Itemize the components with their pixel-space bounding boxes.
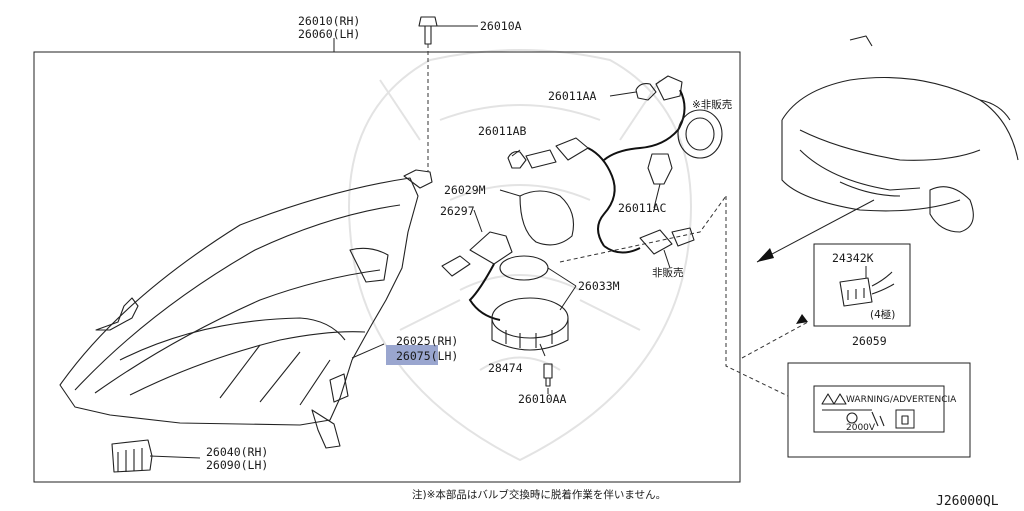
label-warning-text: WARNING/ADVERTENCIA	[846, 395, 957, 405]
bolt-26010a	[418, 16, 438, 45]
diagram-code: J26000QL	[936, 494, 999, 509]
diagram-frame	[33, 51, 741, 483]
watermark-emblem	[348, 49, 692, 462]
label-26090-lh: 26090(LH)	[206, 458, 268, 472]
label-26297: 26297	[440, 204, 475, 218]
label-26029m: 26029M	[444, 183, 486, 197]
label-26011aa: 26011AA	[548, 89, 597, 103]
label-28474: 28474	[488, 361, 523, 375]
label-not-for-sale-2: 非販売	[652, 266, 684, 279]
label-26040-rh: 26040(RH)	[206, 445, 268, 459]
label-26011ab: 26011AB	[478, 124, 527, 138]
leader-lines	[149, 25, 875, 459]
footnote: 注)※本部品はバルブ交換時に脱着作業を伴いません。	[412, 488, 666, 501]
label-26033m: 26033M	[578, 279, 620, 293]
connector-24342k	[839, 271, 895, 307]
bracket-part	[111, 439, 153, 473]
label-26010-rh: 26010(RH)	[298, 14, 360, 28]
label-26075-lh: 26075(LH)	[396, 349, 458, 363]
label-26010aa: 26010AA	[518, 392, 567, 406]
label-26060-lh: 26060(LH)	[298, 27, 360, 41]
highlight-26075	[386, 345, 438, 365]
headlamp-housing	[59, 169, 433, 449]
label-24342k: 24342K	[832, 251, 874, 265]
label-26025-rh: 26025(RH)	[396, 334, 458, 348]
bulb-harness	[441, 75, 723, 387]
label-voltage-text: 2000V	[846, 423, 876, 433]
car-illustration	[781, 35, 1019, 233]
label-pin-count: (4極)	[870, 308, 895, 321]
connector-box	[813, 243, 911, 327]
label-26059: 26059	[852, 334, 887, 348]
warning-label	[813, 385, 945, 433]
label-box	[787, 362, 971, 458]
label-26010a: 26010A	[480, 19, 522, 33]
label-26011ac: 26011AC	[618, 201, 667, 215]
label-not-for-sale-1: ※非販売	[692, 98, 732, 111]
